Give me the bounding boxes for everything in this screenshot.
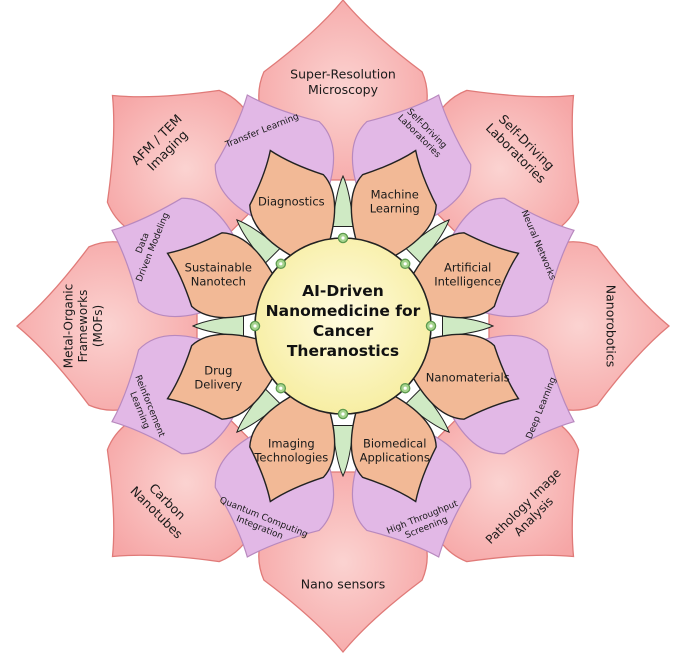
outer-petal-label-line: Frameworks — [76, 290, 90, 363]
inner-petal — [166, 333, 278, 420]
inner-petal-label: Diagnostics — [258, 194, 325, 208]
connector-dot-core — [279, 262, 283, 266]
connector-dot-core — [279, 386, 283, 390]
connector-dot-core — [341, 412, 345, 416]
inner-petal — [350, 149, 437, 261]
connector-dot-layer — [249, 232, 437, 420]
inner-petal-label-line: Learning — [370, 201, 420, 215]
inner-petal-label-line: Imaging — [268, 437, 315, 451]
connector-dot-core — [429, 324, 433, 328]
inner-petal-label-line: Drug — [204, 364, 232, 378]
inner-petal — [408, 232, 520, 319]
center-title-line: AI-Driven — [302, 282, 384, 300]
gap-leaf — [331, 425, 355, 478]
connector-dot-core — [403, 262, 407, 266]
outer-petal-label-line: Super-Resolution — [290, 67, 396, 82]
outer-petal-label-line: Nano sensors — [301, 576, 386, 591]
outer-petal-label-text: Nanorobotics — [604, 285, 619, 367]
inner-petal-label: Nanomaterials — [426, 371, 510, 385]
connector-dot-core — [341, 236, 345, 240]
inner-petal — [350, 391, 437, 503]
center-title-line: Theranostics — [287, 342, 399, 360]
outer-petal-label-line: Microscopy — [308, 82, 379, 97]
outer-petal-label: Nano sensors — [301, 576, 386, 591]
inner-petal-label-text: Diagnostics — [258, 194, 325, 208]
inner-petal-label-line: Nanomaterials — [426, 371, 510, 385]
outer-petal-label-line: Nanorobotics — [604, 285, 619, 367]
inner-petal-label-line: Nanotech — [191, 274, 246, 288]
inner-petal-label-line: Applications — [360, 451, 430, 465]
center-title-line: Nanomedicine for — [266, 302, 421, 320]
outer-petal-label: Metal-OrganicFrameworks(MOFs) — [62, 284, 105, 368]
gap-leaf — [191, 314, 244, 338]
inner-petal — [249, 149, 336, 261]
inner-petal-label-line: Diagnostics — [258, 194, 325, 208]
outer-petal-label-text: Nano sensors — [301, 576, 386, 591]
outer-petal-label-line: Metal-Organic — [62, 284, 76, 368]
inner-petal-label-line: Sustainable — [185, 260, 252, 274]
connector-dot-core — [403, 386, 407, 390]
inner-petal-label-line: Delivery — [194, 378, 242, 392]
connector-dot-core — [253, 324, 257, 328]
gap-leaf — [331, 174, 355, 227]
inner-petal — [166, 232, 278, 319]
outer-petal-label: Nanorobotics — [604, 285, 619, 367]
inner-petal-layer — [166, 149, 520, 503]
center-title-line: Cancer — [313, 322, 374, 340]
inner-petal — [408, 333, 520, 420]
inner-petal-label-text: Nanomaterials — [426, 371, 510, 385]
inner-petal-label-line: Technologies — [253, 451, 328, 465]
inner-petal-label-line: Intelligence — [434, 274, 501, 288]
outer-petal-label-line: (MOFs) — [91, 305, 105, 347]
outer-petal-label-text: Metal-OrganicFrameworks(MOFs) — [62, 284, 105, 368]
inner-petal-label-line: Machine — [371, 187, 419, 201]
inner-petal-label-line: Biomedical — [363, 437, 426, 451]
inner-petal-label-line: Artificial — [444, 260, 491, 274]
inner-petal — [249, 391, 336, 503]
gap-leaf — [442, 314, 495, 338]
